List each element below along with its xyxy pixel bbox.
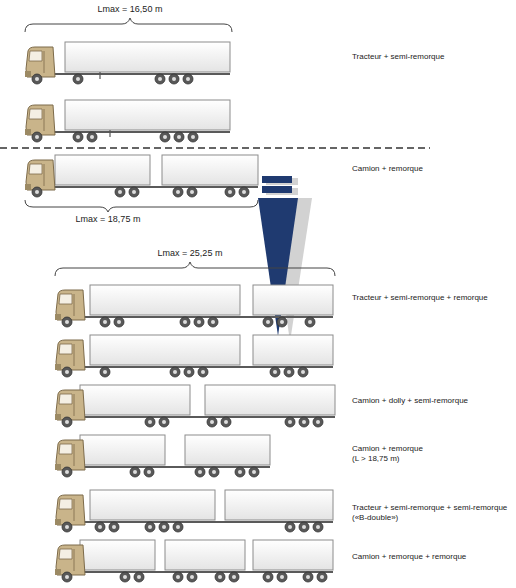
vehicle-label: Camion + remorque (L > 18,75 m) [352,444,430,464]
truck-figure [55,435,270,477]
vehicle-label: Camion + remorque + remorque [352,552,466,562]
truck-figure [55,540,333,582]
truck-figure [25,155,258,197]
length-label: Lmax = 18,75 m [76,214,141,225]
truck-figure [55,285,333,327]
truck-figure [25,100,230,142]
truck-figure [55,335,333,377]
vehicle-label: Camion + dolly + semi-remorque [352,396,468,406]
length-bracket [55,262,335,276]
vehicle-label: Tracteur + semi-remorque [352,52,444,62]
truck-figure [25,42,230,84]
length-label: Lmax = 25,25 m [158,248,223,259]
length-label: Lmax = 16,50 m [98,4,163,15]
vehicle-label: Camion + remorque [352,164,423,174]
truck-figure [55,385,335,427]
separator-line [0,147,430,149]
truck-figure [55,490,333,532]
vehicle-label: Tracteur + semi-remorque + remorque [352,293,488,303]
length-bracket [25,18,232,32]
vehicle-label: Tracteur + semi-remorque + semi-remorque… [352,503,512,523]
length-bracket [25,200,258,212]
